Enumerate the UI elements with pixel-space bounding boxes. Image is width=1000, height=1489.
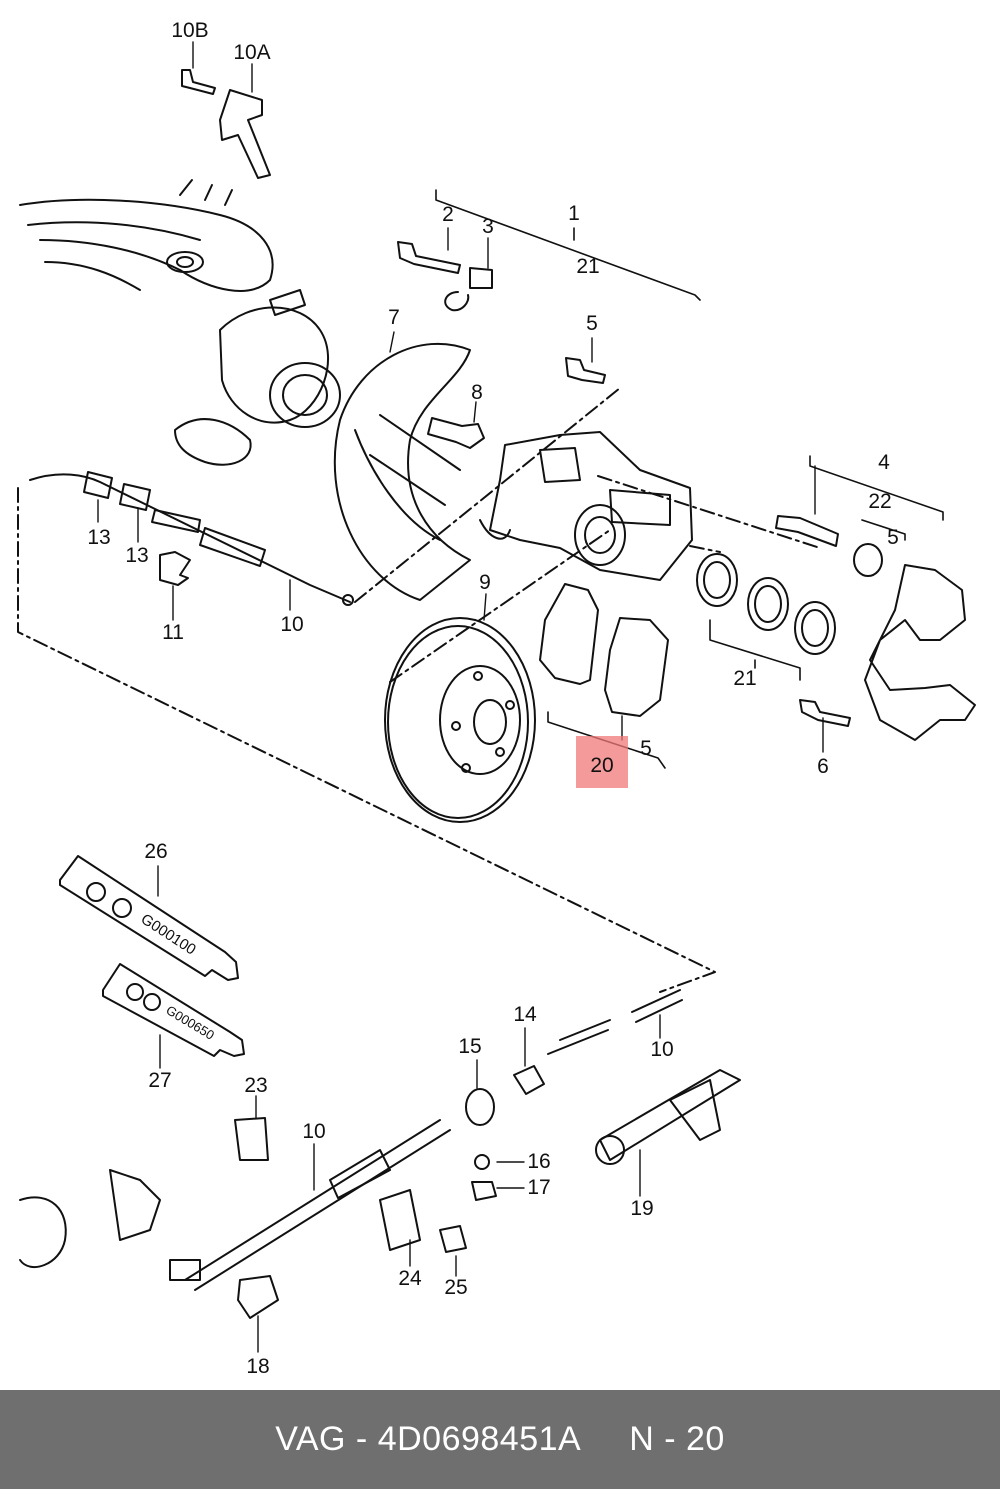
grease-tube-27-drawing	[102, 963, 245, 1057]
highlight-box	[576, 736, 628, 788]
caliper-carrier-drawing	[775, 515, 976, 741]
group-brackets	[435, 189, 944, 769]
steering-knuckle-drawing	[19, 179, 341, 466]
part-label-10-lower: 10	[302, 1120, 326, 1143]
part-label-11: 11	[162, 621, 184, 644]
bleed-screw-drawing	[397, 241, 493, 312]
brake-pads-drawing	[539, 583, 669, 717]
part-label-3: 3	[482, 215, 494, 238]
part-label-6: 6	[817, 755, 829, 778]
caliper-seals-drawing	[696, 553, 836, 655]
brake-caliper-drawing	[479, 431, 693, 581]
part-label-27: 27	[148, 1069, 172, 1092]
part-label-9: 9	[479, 571, 491, 594]
part-label-23: 23	[244, 1074, 268, 1097]
bolt-5-drawing	[565, 357, 606, 384]
part-label-5-top: 5	[586, 312, 598, 335]
part-label-7: 7	[388, 306, 400, 329]
assembly-dashdot-lines	[17, 387, 821, 993]
splash-shield-drawing	[333, 342, 471, 601]
brake-parts-diagram: 10B 10A 1 21 2 3 5 7 8 4 22 5 13 13 11 1…	[17, 19, 976, 1378]
part-label-17: 17	[527, 1176, 551, 1199]
part-label-5-pads: 5	[640, 737, 652, 760]
part-label-4: 4	[878, 451, 890, 474]
part-label-20-highlighted: 20	[590, 754, 614, 777]
part-label-5-right: 5	[887, 526, 899, 549]
bracket-10a-drawing	[181, 69, 271, 179]
part-label-2: 2	[442, 203, 454, 226]
footer-bar: VAG - 4D0698451A N - 20	[0, 1390, 1000, 1489]
part-label-1: 1	[568, 202, 580, 225]
part-label-22: 22	[868, 490, 892, 513]
footer-part-number: VAG - 4D0698451A	[275, 1420, 582, 1458]
handbrake-cable-upper-drawing	[29, 471, 354, 606]
part-label-26: 26	[144, 840, 168, 863]
clip-11-drawing	[159, 551, 191, 586]
part-label-16: 16	[527, 1150, 551, 1173]
part-label-21-top: 21	[576, 255, 600, 278]
part-label-10-right: 10	[650, 1038, 674, 1061]
part-label-21: 21	[733, 667, 757, 690]
part-label-10a: 10A	[233, 41, 271, 64]
part-label-25: 25	[444, 1276, 468, 1299]
bolt-8-drawing	[427, 417, 485, 449]
part-label-14: 14	[513, 1003, 537, 1026]
part-label-18: 18	[246, 1355, 270, 1378]
lower-cable-parts-drawing	[19, 989, 741, 1319]
brake-disc-drawing	[384, 617, 536, 823]
part-label-10-upper: 10	[280, 613, 304, 636]
part-label-15: 15	[458, 1035, 482, 1058]
part-label-24: 24	[398, 1267, 422, 1290]
part-label-13-left: 13	[87, 526, 111, 549]
part-label-10b: 10B	[171, 19, 209, 42]
footer-page: N - 20	[629, 1420, 725, 1458]
part-label-8: 8	[471, 381, 483, 404]
diagram-drawing	[17, 41, 976, 1353]
leader-lines	[97, 41, 824, 1353]
part-label-19: 19	[630, 1197, 654, 1220]
grease-tube-26-drawing	[59, 855, 239, 981]
part-label-13: 13	[125, 544, 149, 567]
